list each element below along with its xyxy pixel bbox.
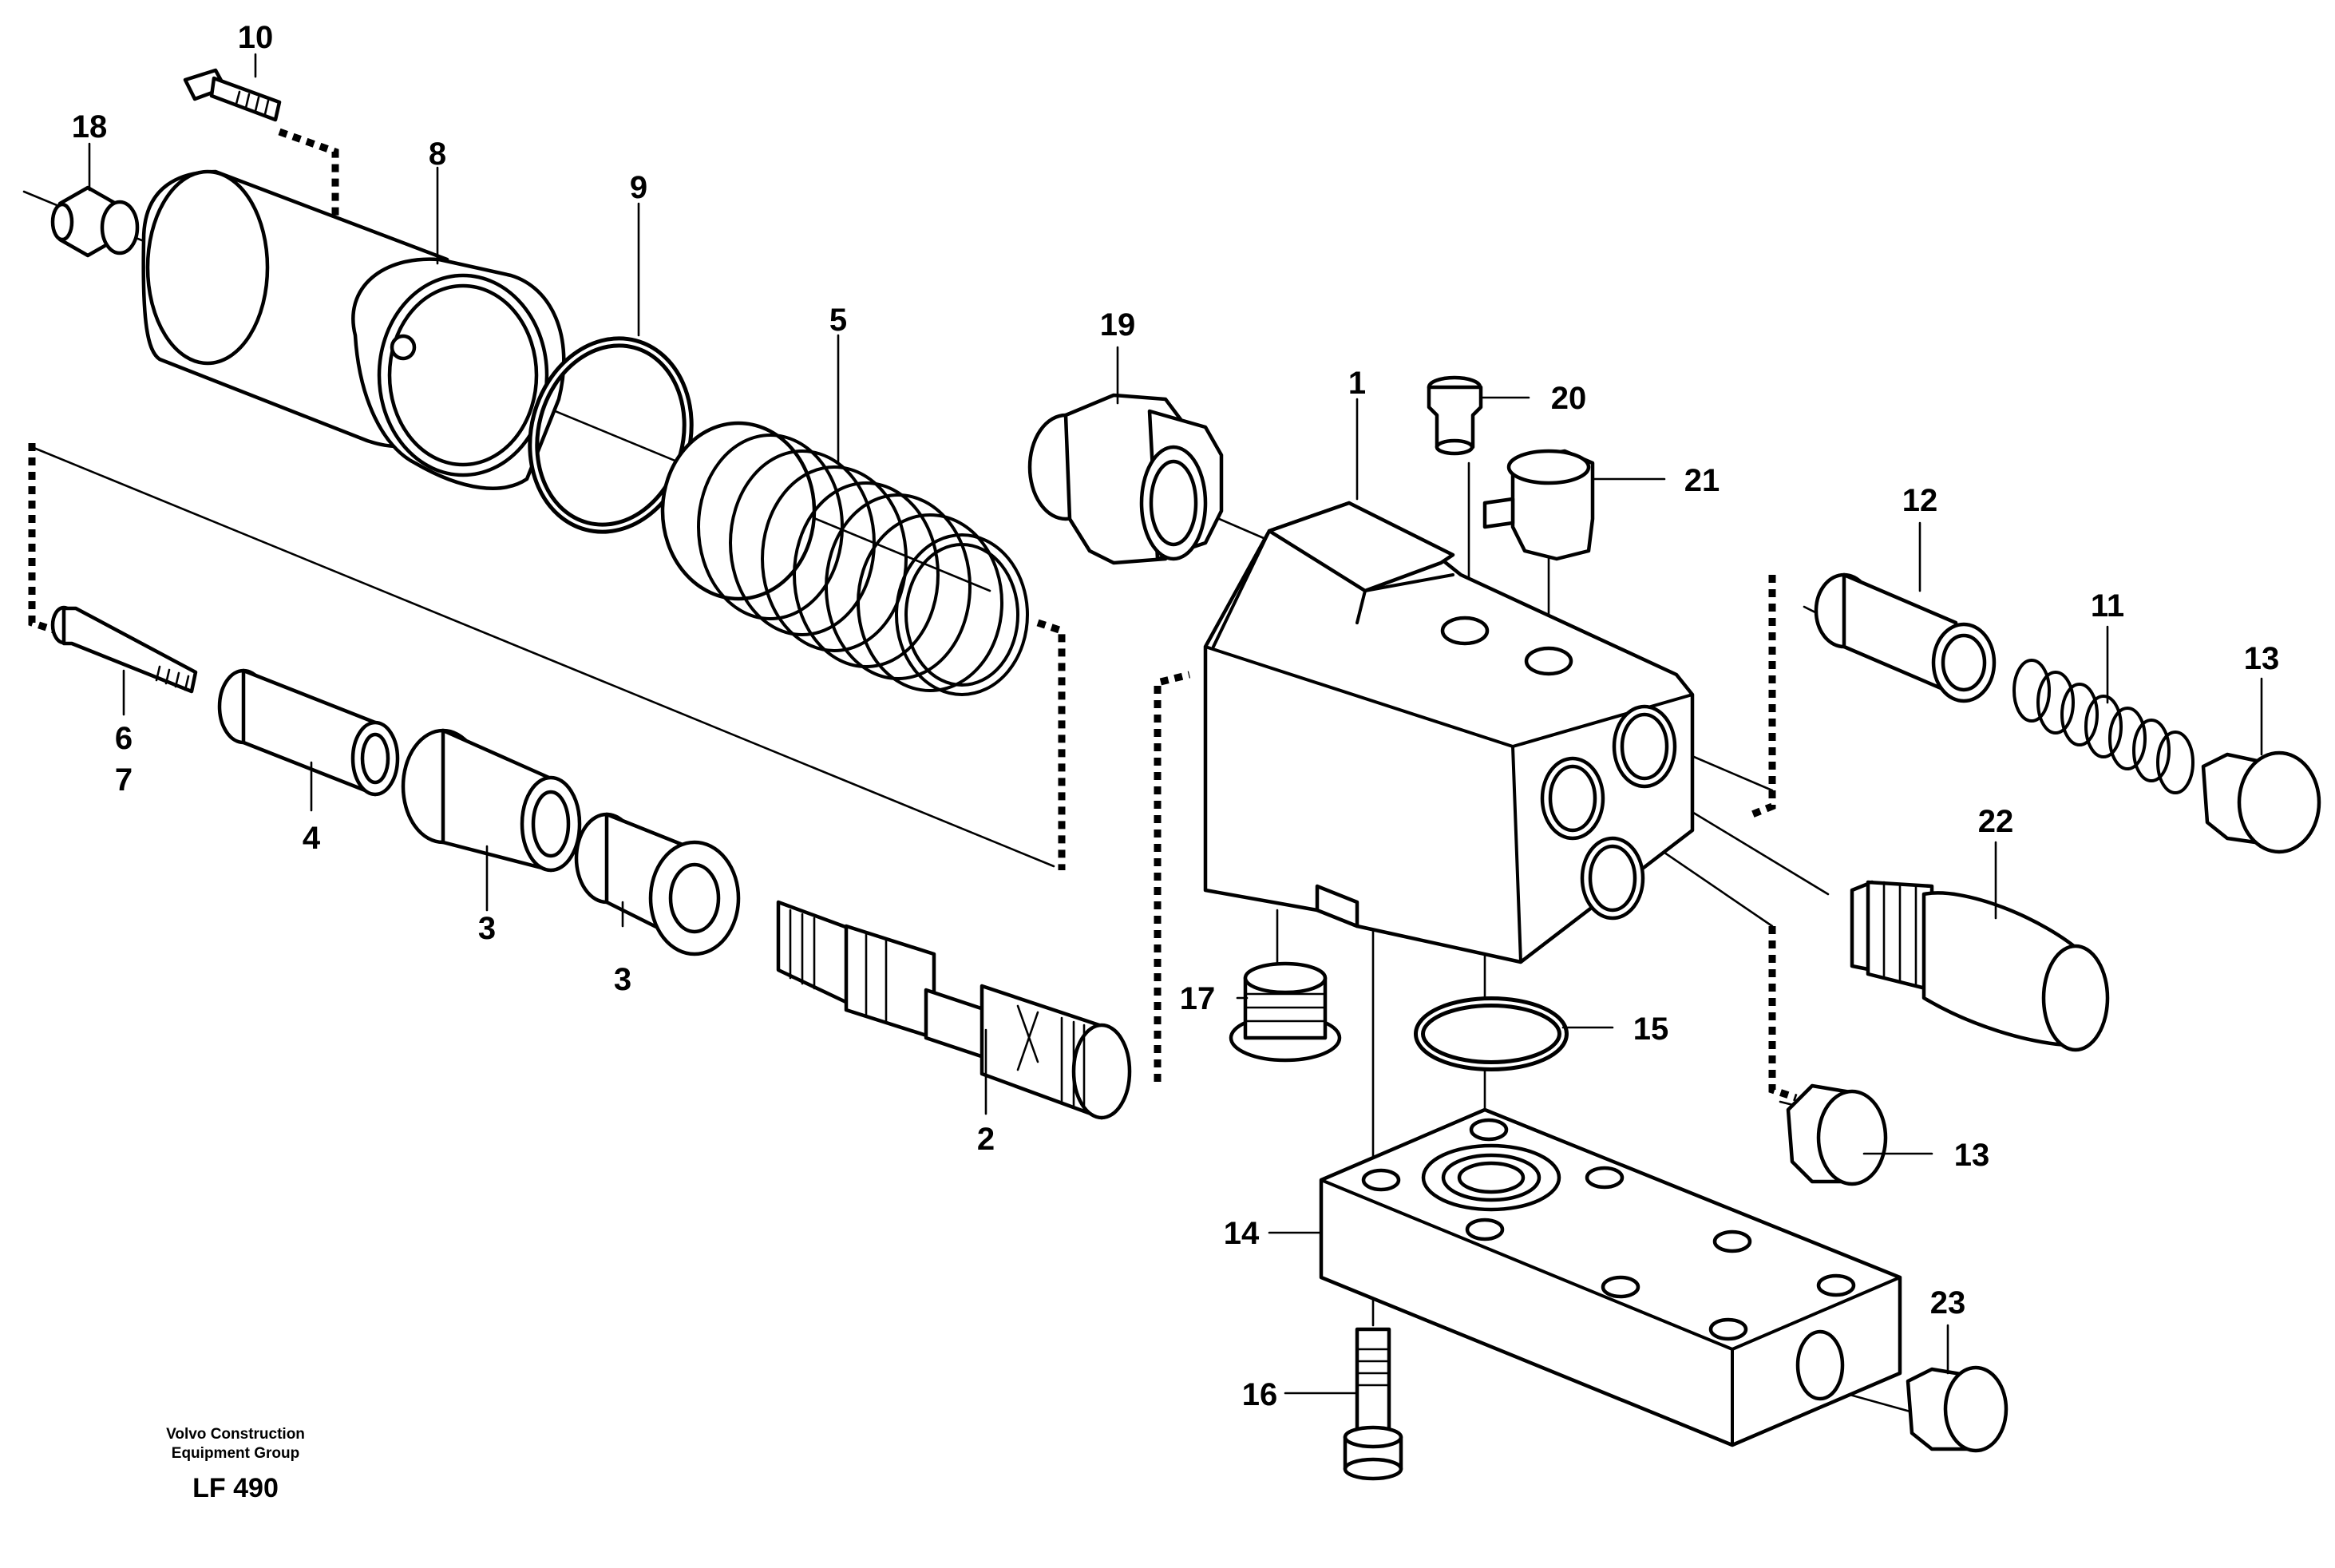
callout-8: 8: [429, 137, 446, 172]
callout-13-middle: 13: [1954, 1138, 1990, 1173]
part-19-hex-fitting: [1027, 393, 1224, 565]
callout-20: 20: [1551, 381, 1587, 416]
callout-19: 19: [1100, 307, 1136, 343]
part-3-sleeve-large: [401, 728, 582, 873]
part-17-plug: [1229, 961, 1342, 1063]
callout-7: 7: [115, 762, 133, 798]
part-1-valve-body: [1203, 501, 1695, 964]
part-13-plug-upper: [2201, 750, 2321, 854]
credit-line-1: Volvo Construction: [166, 1426, 305, 1443]
callout-5: 5: [829, 303, 847, 338]
callout-labels: 10 18 8 9 5 19 1 20 21 12 11 13 6 7 4 3 …: [72, 20, 2280, 1412]
part-3-sleeve-small: [574, 812, 741, 956]
callout-4: 4: [303, 821, 321, 856]
callout-3-small: 3: [614, 962, 631, 997]
part-6-7-long-bolt: [50, 605, 198, 694]
callout-22: 22: [1978, 804, 2014, 839]
leader-lines: [88, 53, 2263, 1395]
callout-17: 17: [1180, 981, 1216, 1016]
callout-2: 2: [977, 1122, 995, 1157]
callout-9: 9: [630, 170, 647, 205]
callout-10: 10: [238, 20, 274, 55]
callout-21: 21: [1684, 463, 1720, 498]
part-2-spool: [776, 900, 1132, 1120]
part-22-cartridge: [1850, 880, 2110, 1052]
footer-credit: Volvo Construction Equipment Group LF 49…: [166, 1426, 305, 1503]
callout-18: 18: [72, 109, 108, 145]
part-4-sleeve: [217, 668, 400, 797]
callout-23: 23: [1930, 1285, 1966, 1321]
part-21-cap-plug: [1482, 449, 1595, 561]
part-18-fitting: [50, 185, 140, 258]
callout-13-upper: 13: [2244, 641, 2280, 676]
part-23-plug: [1906, 1365, 2008, 1453]
callout-16: 16: [1242, 1377, 1278, 1412]
part-16-cap-screw: [1343, 1327, 1403, 1481]
part-10-bolt: [183, 68, 282, 122]
credit-line-2: Equipment Group: [172, 1445, 299, 1462]
callout-3-large: 3: [478, 911, 496, 946]
callout-15: 15: [1633, 1012, 1669, 1047]
part-12-sleeve: [1814, 572, 1997, 703]
part-15-o-ring: [1414, 996, 1569, 1071]
callout-14: 14: [1224, 1216, 1260, 1251]
part-14-base-plate: [1319, 1107, 1902, 1447]
part-13-plug-middle: [1786, 1083, 1888, 1186]
callout-6: 6: [115, 721, 133, 756]
callout-1: 1: [1348, 366, 1366, 401]
part-11-small-spring: [2012, 659, 2195, 794]
callout-12: 12: [1902, 483, 1938, 518]
part-8-cylinder: [141, 169, 566, 490]
callout-11: 11: [2091, 588, 2124, 624]
part-20-nipple: [1427, 375, 1483, 456]
part-5-spring: [660, 421, 1029, 696]
drawing-code: LF 490: [192, 1473, 279, 1503]
